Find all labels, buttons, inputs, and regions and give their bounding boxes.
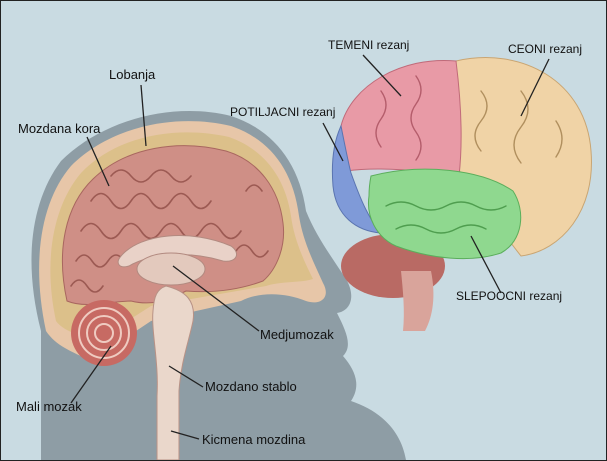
label-cerebellum: Mali mozak (16, 399, 82, 414)
lateral-brainstem (401, 271, 433, 331)
label-cortex: Mozdana kora (18, 121, 100, 136)
label-diencephalon: Medjumozak (260, 327, 334, 342)
label-parietal-lobe: TEMENI rezanj (328, 38, 409, 53)
label-frontal-lobe: CEONI rezanj (508, 42, 582, 57)
parietal-lobe (339, 60, 461, 176)
label-temporal-lobe: SLEPOOCNI rezanj (456, 289, 562, 304)
label-spinal-cord: Kicmena mozdina (202, 432, 305, 447)
thalamus (137, 253, 205, 285)
label-brainstem: Mozdano stablo (205, 379, 297, 394)
label-occipital-lobe: POTILJACNI rezanj (230, 105, 335, 120)
label-skull: Lobanja (109, 67, 155, 82)
